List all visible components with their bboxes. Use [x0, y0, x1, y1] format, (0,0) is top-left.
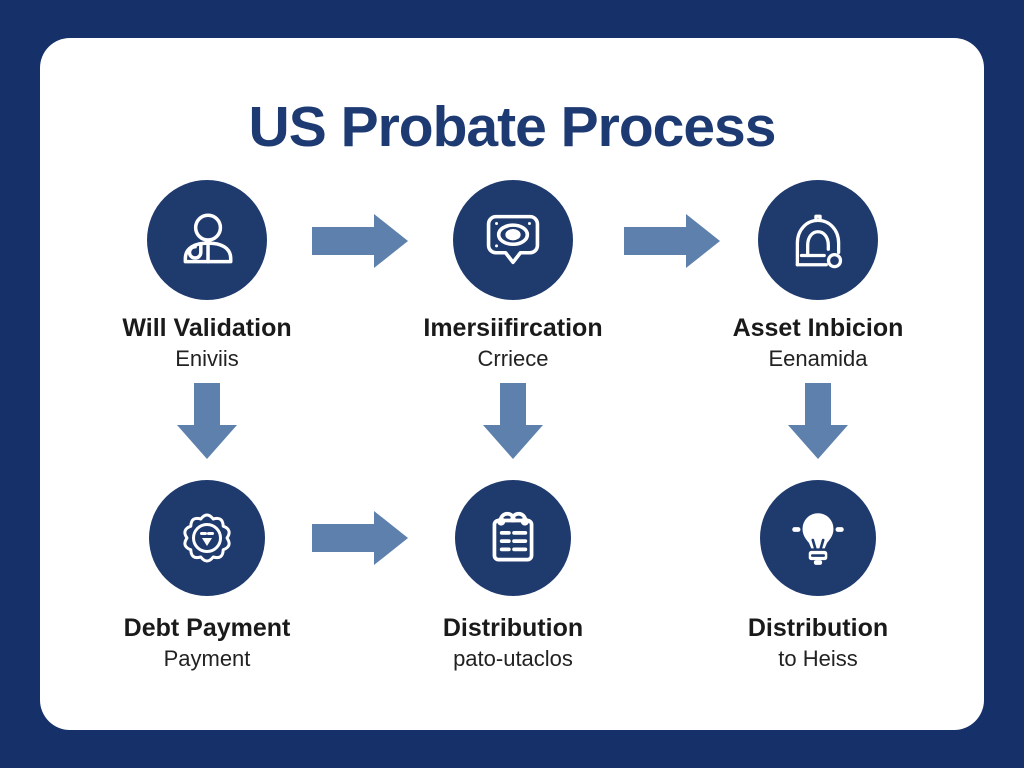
step-title: Asset Inbicion [732, 314, 904, 342]
step-label-will-validation: Will Validation Eniviis [57, 312, 357, 374]
step-circle-distribution [455, 480, 571, 596]
step-subtitle: Payment [163, 646, 251, 671]
step-subtitle: Crriece [477, 346, 549, 371]
bell-icon [785, 207, 851, 273]
step-label-debt-payment: Debt Payment Payment [57, 612, 357, 674]
down-arrow-icon [175, 383, 239, 464]
step-title: Imersiifircation [423, 314, 603, 342]
step-circle-imersiifircation [453, 180, 573, 300]
step-title: Debt Payment [123, 614, 291, 642]
step-label-asset-inbicion: Asset Inbicion Eenamida [668, 312, 968, 374]
right-arrow-icon [312, 509, 408, 572]
step-label-distribution-heirs: Distribution to Heiss [668, 612, 968, 674]
down-arrow-icon [481, 383, 545, 464]
review-bubble-icon [479, 206, 547, 274]
seal-icon [175, 506, 239, 570]
step-label-distribution: Distribution pato-utaclos [363, 612, 663, 674]
step-title: Distribution [442, 614, 584, 642]
step-title: Distribution [747, 614, 889, 642]
right-arrow-icon [312, 212, 408, 275]
down-arrow-icon [786, 383, 850, 464]
lightbulb-icon [785, 505, 851, 571]
page-title: US Probate Process [248, 95, 777, 160]
step-title: Will Validation [122, 314, 292, 342]
step-circle-distribution-heirs [760, 480, 876, 596]
step-circle-asset-inbicion [758, 180, 878, 300]
step-circle-will-validation [147, 180, 267, 300]
clipboard-icon [480, 505, 546, 571]
step-subtitle: Eniviis [175, 346, 239, 371]
step-subtitle: pato-utaclos [453, 646, 573, 671]
right-arrow-icon [624, 212, 720, 275]
step-circle-debt-payment [149, 480, 265, 596]
user-icon [174, 207, 240, 273]
step-subtitle: to Heiss [778, 646, 858, 671]
step-label-imersiifircation: Imersiifircation Crriece [363, 312, 663, 374]
step-subtitle: Eenamida [768, 346, 868, 371]
